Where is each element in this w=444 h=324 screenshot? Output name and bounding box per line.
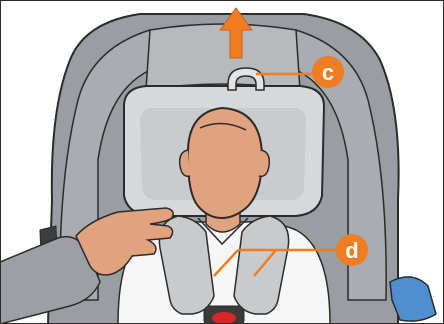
child-head [188,108,262,218]
seat-top-band [146,24,300,90]
callout-d-label: d [345,238,358,263]
callout-c-label: c [322,60,334,85]
buckle-red-button [212,312,236,324]
